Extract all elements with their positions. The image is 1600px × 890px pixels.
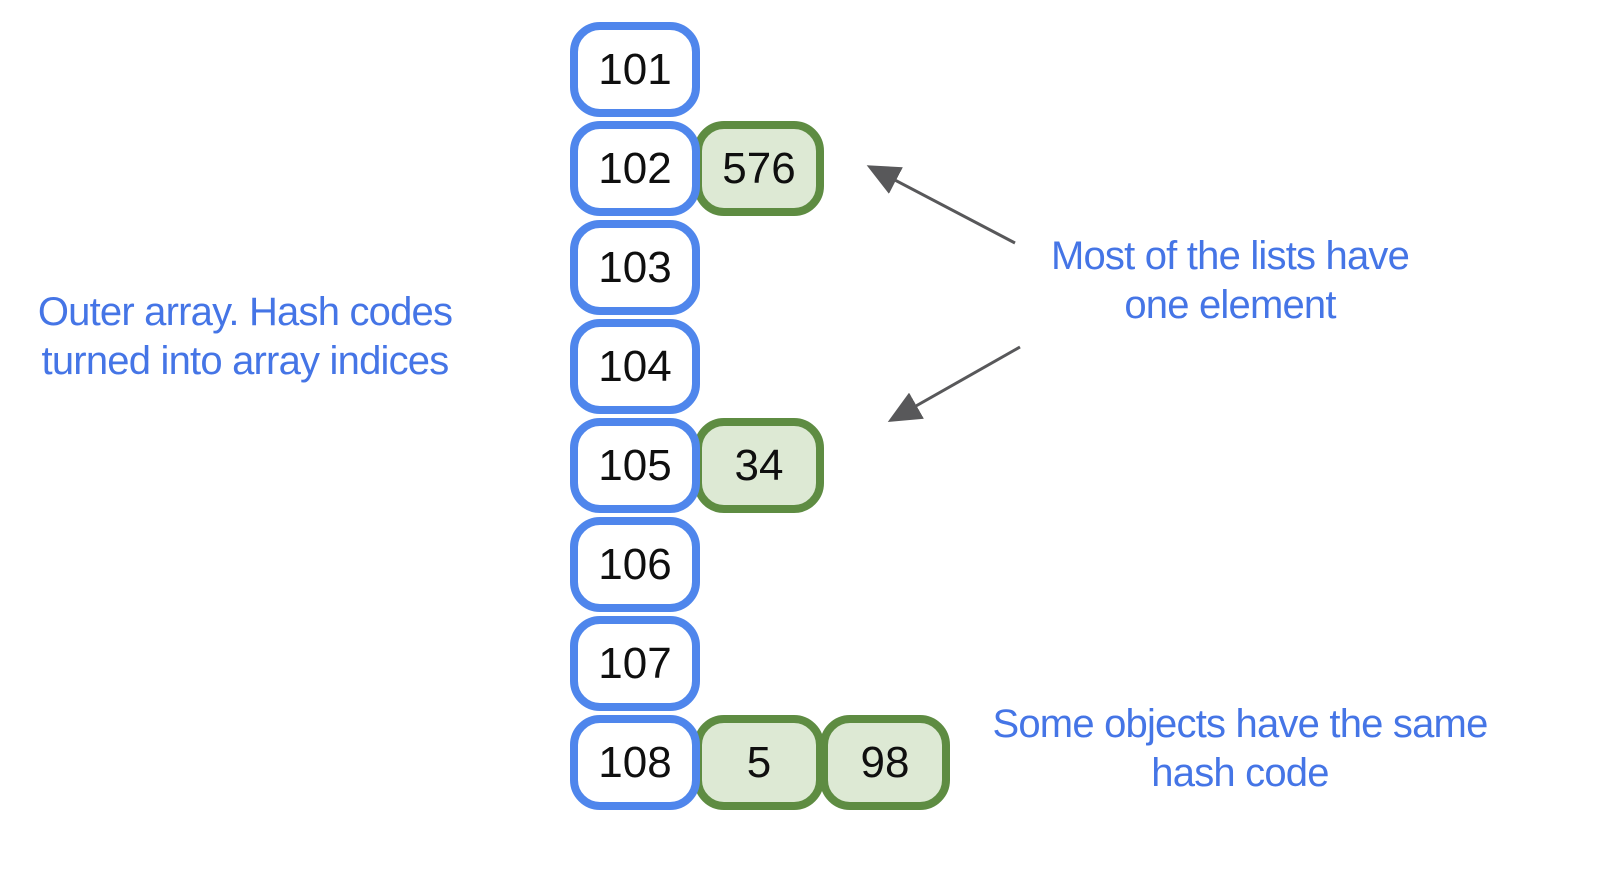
outer-array-label-line1: Outer array. Hash codes bbox=[37, 290, 453, 334]
entry-box-5: 5 bbox=[694, 715, 824, 810]
bucket-row-107: 107 bbox=[570, 616, 950, 711]
outer-array-label: Outer array. Hash codes turned into arra… bbox=[15, 288, 475, 386]
bucket-box-108: 108 bbox=[570, 715, 700, 810]
bucket-box-104: 104 bbox=[570, 319, 700, 414]
same-hash-label-line1: Some objects have the same bbox=[992, 702, 1488, 746]
most-lists-label-line1: Most of the lists have bbox=[1050, 234, 1410, 278]
bucket-box-102: 102 bbox=[570, 121, 700, 216]
bucket-box-107: 107 bbox=[570, 616, 700, 711]
most-lists-label: Most of the lists have one element bbox=[1015, 232, 1445, 330]
bucket-box-106: 106 bbox=[570, 517, 700, 612]
entry-box-98: 98 bbox=[820, 715, 950, 810]
same-hash-label: Some objects have the same hash code bbox=[970, 700, 1510, 798]
bucket-row-101: 101 bbox=[570, 22, 950, 117]
same-hash-label-line2: hash code bbox=[1151, 751, 1329, 795]
most-lists-label-line2: one element bbox=[1124, 283, 1336, 327]
bucket-box-103: 103 bbox=[570, 220, 700, 315]
bucket-box-105: 105 bbox=[570, 418, 700, 513]
outer-array-label-line2: turned into array indices bbox=[41, 339, 450, 383]
bucket-row-104: 104 bbox=[570, 319, 950, 414]
bucket-box-101: 101 bbox=[570, 22, 700, 117]
bucket-row-103: 103 bbox=[570, 220, 950, 315]
entry-box-34: 34 bbox=[694, 418, 824, 513]
entry-box-576: 576 bbox=[694, 121, 824, 216]
bucket-row-106: 106 bbox=[570, 517, 950, 612]
